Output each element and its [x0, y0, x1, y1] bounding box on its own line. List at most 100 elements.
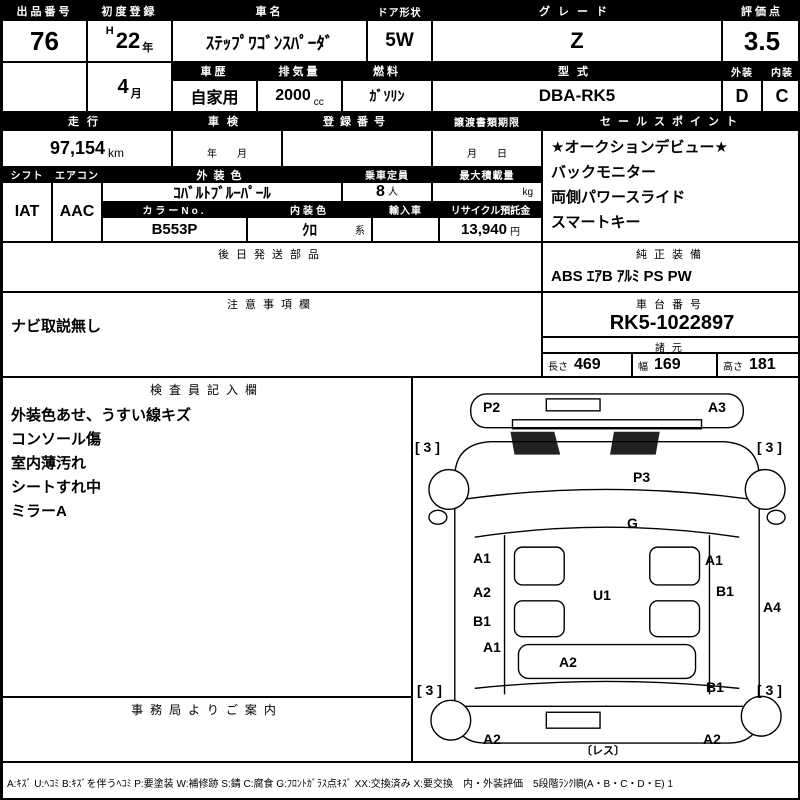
max-load-value: kg — [432, 182, 542, 202]
fuel-value: ｶﾞｿﾘﾝ — [342, 80, 432, 112]
notes-box: 注意事項欄 ナビ取説無し — [2, 292, 542, 377]
specs-header: 諸元 — [655, 343, 689, 354]
shift-value: IAT — [2, 182, 52, 242]
exterior-color-header: 外装色 — [102, 167, 342, 182]
sales-point-item: ★オークションデビュー★ — [551, 139, 728, 156]
front-license-plate — [545, 398, 601, 412]
displacement-number: 2000 — [275, 87, 311, 104]
rear-bench-seat — [517, 643, 697, 680]
mileage-number: 97,154 — [49, 138, 106, 158]
displacement-value: 2000 cc — [257, 80, 342, 112]
wheel-rear-right — [740, 695, 782, 737]
recycle-deposit-unit: 円 — [509, 227, 520, 238]
second-row-seat-right — [649, 600, 701, 638]
aircon-value: AAC — [52, 182, 102, 242]
import-car-value — [372, 217, 439, 242]
capacity-header: 乗車定員 — [342, 167, 432, 182]
front-seat-right — [649, 546, 701, 586]
damage-label: A3 — [708, 399, 726, 415]
sales-point-item: スマートキー — [551, 214, 641, 231]
exhibit-no-header: 出品番号 — [2, 2, 87, 20]
score-value: 3.5 — [722, 20, 798, 62]
interior-grade-value: C — [762, 80, 798, 112]
damage-label: B1 — [473, 613, 491, 629]
era-prefix: H — [105, 25, 114, 37]
front-grille-bar — [511, 419, 703, 430]
windshield-line — [474, 526, 740, 538]
car-name-header: 車名 — [172, 2, 367, 20]
aircon-header: エアコン — [52, 167, 102, 182]
damage-label: A4 — [763, 599, 781, 615]
damage-label: B1 — [706, 679, 724, 695]
spec-length-value: 469 — [574, 356, 601, 373]
spec-width-label: 幅 — [638, 361, 648, 373]
first-registration-header: 初度登録 — [87, 2, 172, 20]
hood-line — [462, 488, 752, 501]
later-parts-box: 後日発送部品 — [2, 242, 542, 292]
tire-depth-label: [ 3 ] — [415, 439, 440, 455]
mirror-right — [766, 509, 786, 525]
front-seat-left — [513, 546, 565, 586]
damage-label: P2 — [483, 399, 501, 415]
capacity-unit: 人 — [387, 187, 398, 198]
interior-color-value: ｸﾛ 系 — [247, 217, 372, 242]
exhibit-no-value: 76 — [2, 20, 87, 62]
mileage-header: 走行 — [2, 112, 172, 130]
wheel-rear-left — [430, 699, 472, 741]
wheel-front-left — [428, 468, 470, 511]
genuine-equipment-header: 純正装備 — [636, 249, 708, 261]
exterior-color-value: ｺﾊﾞﾙﾄﾌﾞﾙｰﾊﾟｰﾙ — [102, 182, 342, 202]
interior-color-header: 内装色 — [247, 202, 372, 217]
capacity-value: 8 人 — [342, 182, 432, 202]
damage-label: A2 — [559, 654, 577, 670]
sales-point-item: バックモニター — [551, 164, 657, 181]
notes-header: 注意事項欄 — [227, 299, 317, 311]
spec-height: 高さ 181 — [717, 353, 798, 377]
genuine-equipment-value: ABS ｴｱB ｱﾙﾐ PS PW — [551, 268, 692, 285]
spare-tire-less-label: 〔レス〕 — [581, 745, 625, 757]
shaken-value: 年 月 — [172, 130, 282, 167]
color-no-value: B553P — [102, 217, 247, 242]
mileage-value: 97,154 km — [2, 130, 172, 167]
first-registration-month: 4 月 — [87, 62, 172, 112]
model-code-value: DBA-RK5 — [432, 80, 722, 112]
genuine-equipment-box: 純正装備 ABS ｴｱB ｱﾙﾐ PS PW — [542, 242, 798, 292]
legend-box: A:ｷｽﾞ U:ﾍｺﾐ B:ｷｽﾞを伴うﾍｺﾐ P:要塗装 W:補修跡 S:錆 … — [2, 762, 798, 798]
spec-width-value: 169 — [654, 356, 681, 373]
color-no-header: カラーNo. — [102, 202, 247, 217]
tire-depth-label: [ 3 ] — [417, 682, 442, 698]
inspector-notes-list: 外装色あせ、うすい線キズ コンソール傷 室内薄汚れ シートすれ中 ミラーA — [3, 398, 411, 530]
first-reg-month-value: 4 — [117, 75, 129, 98]
rear-license-plate — [545, 711, 601, 729]
score-header: 評価点 — [722, 2, 798, 20]
tire-depth-label: [ 3 ] — [757, 682, 782, 698]
exhibit-blank-cell — [2, 62, 87, 112]
office-notice-header: 事務局よりご案内 — [131, 703, 283, 717]
model-code-header: 型式 — [432, 62, 722, 80]
transfer-deadline-header: 譲渡書類期限 — [432, 112, 542, 130]
history-value: 自家用 — [172, 80, 257, 112]
interior-color-suffix: 系 — [355, 226, 365, 237]
wheel-front-right — [744, 468, 786, 511]
legend-text: A:ｷｽﾞ U:ﾍｺﾐ B:ｷｽﾞを伴うﾍｺﾐ P:要塗装 W:補修跡 S:錆 … — [7, 779, 673, 790]
inspector-note: ミラーA — [11, 503, 67, 520]
import-car-header: 輸入車 — [372, 202, 439, 217]
spec-height-label: 高さ — [723, 361, 743, 373]
sales-point-item: 両側パワースライド — [551, 189, 686, 206]
capacity-number: 8 — [376, 183, 385, 200]
damage-label: G — [627, 515, 638, 531]
notes-value: ナビ取説無し — [11, 318, 102, 335]
recycle-deposit-number: 13,940 — [461, 221, 507, 238]
specs-header-box: 諸元 — [542, 337, 798, 354]
first-registration-year: H 22 年 — [87, 20, 172, 62]
sales-points-list: ★オークションデビュー★ バックモニター 両側パワースライド スマートキー — [542, 130, 798, 242]
damage-label: U1 — [593, 587, 611, 603]
chassis-no-header: 車台番号 — [636, 299, 708, 311]
damage-label: A1 — [473, 550, 491, 566]
grade-header: グレード — [432, 2, 722, 20]
cowl-left — [510, 431, 561, 455]
interior-grade-header: 内装 — [762, 62, 798, 80]
damage-label: B1 — [716, 583, 734, 599]
displacement-unit: cc — [313, 97, 324, 108]
